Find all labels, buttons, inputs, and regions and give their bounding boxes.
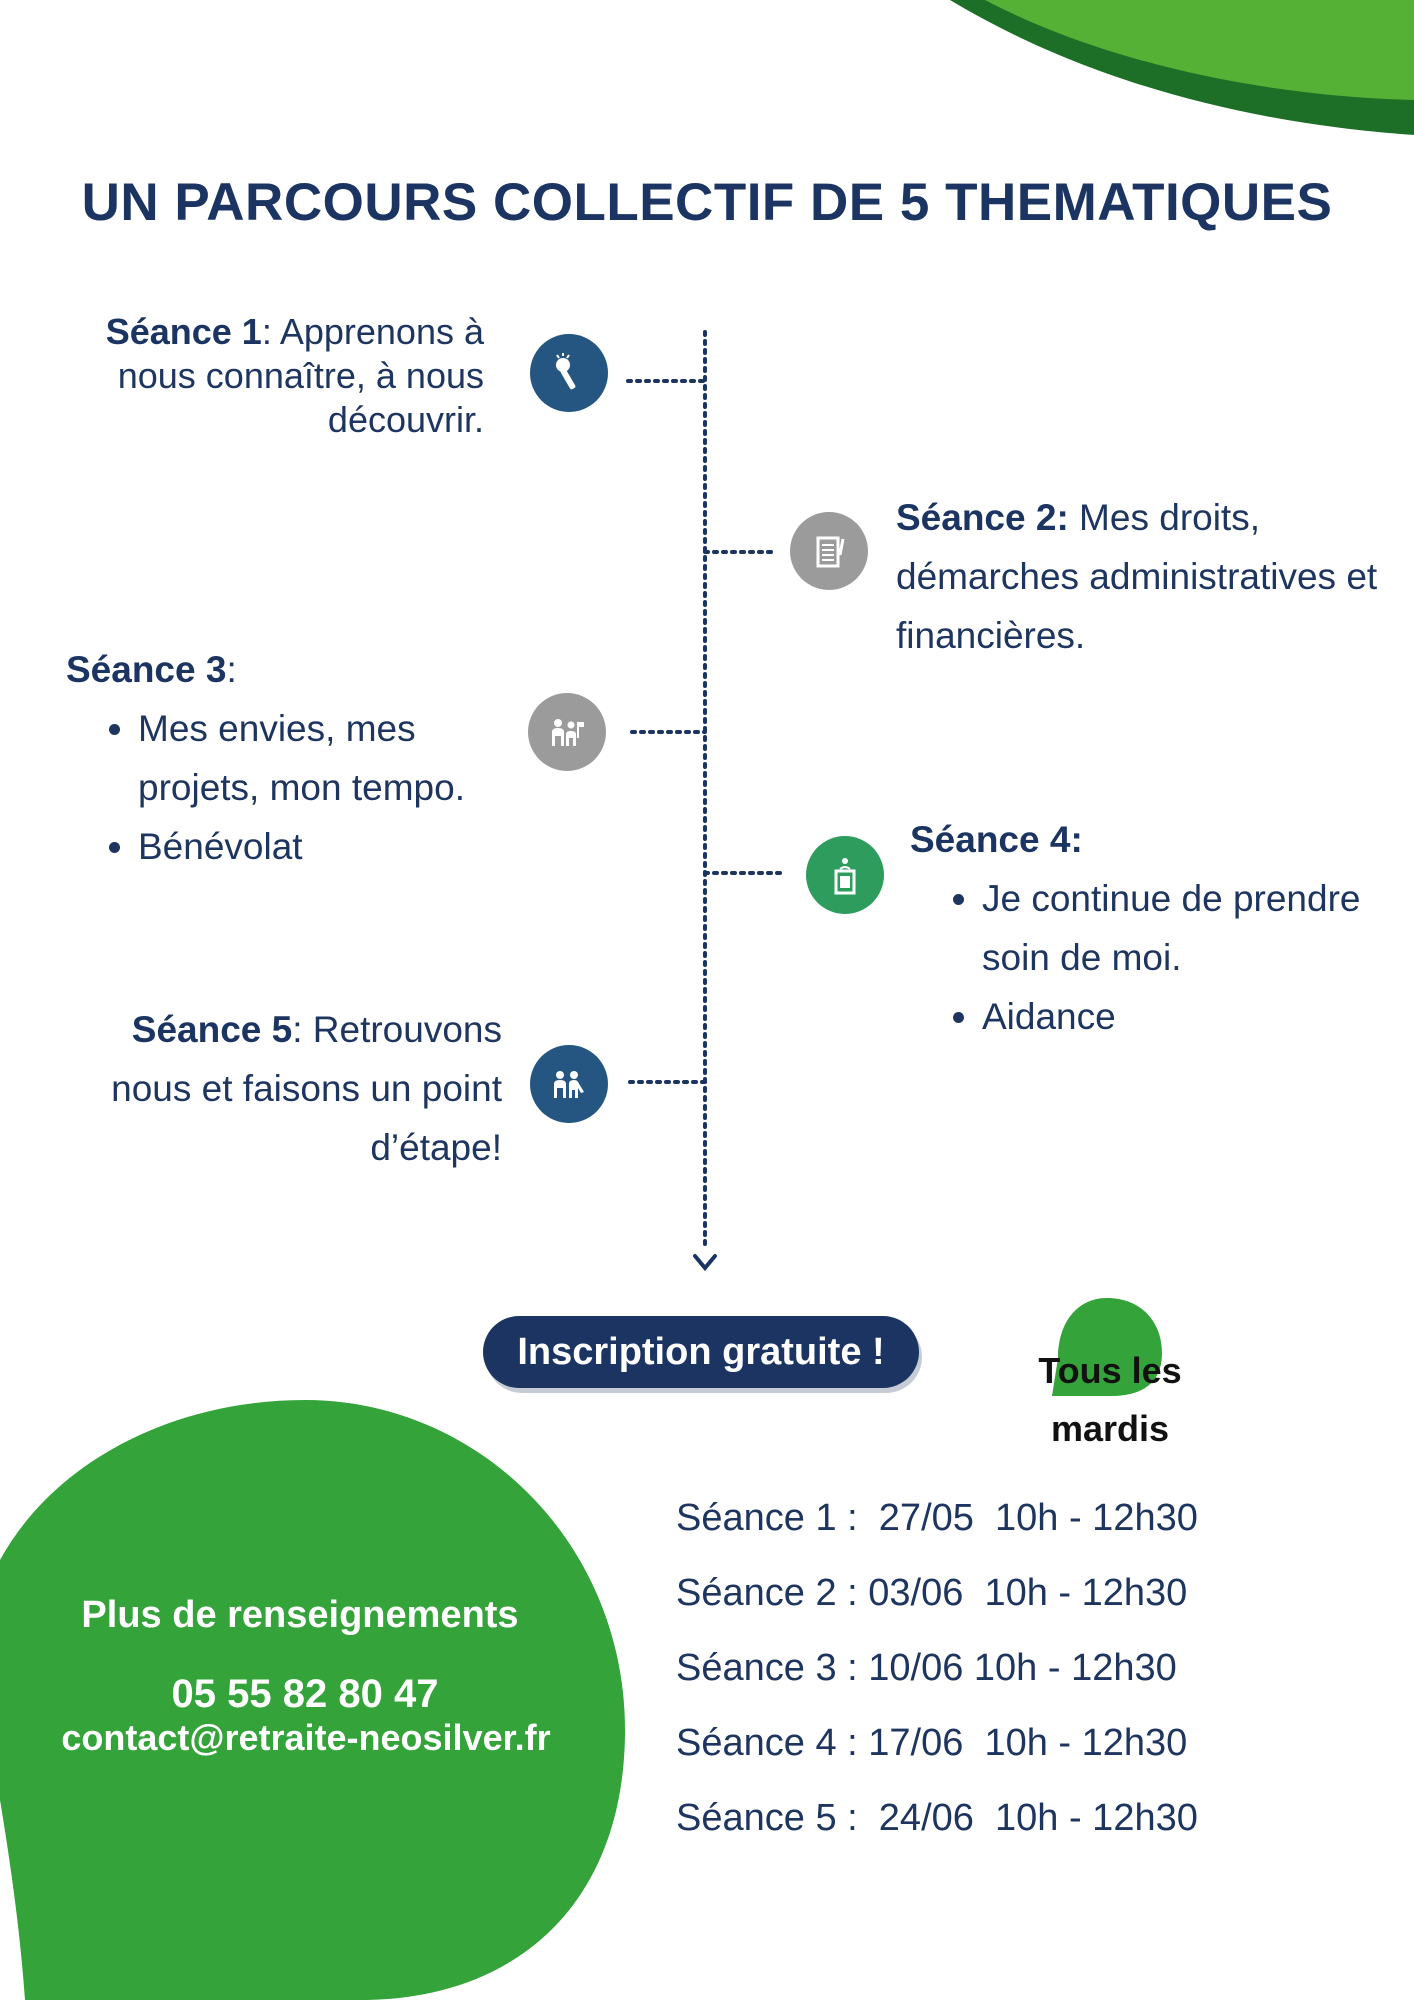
timeline [626, 330, 786, 1272]
session-3-label: Séance 3 [66, 649, 227, 690]
people-icon [528, 693, 606, 771]
session-1-label: Séance 1 [105, 311, 262, 352]
email-link[interactable]: contact@retraite-neosilver.fr [61, 1717, 551, 1758]
session-3-bullets: Mes envies, mes projets, mon tempo. Béné… [66, 699, 526, 876]
session-1-text: Apprenons à nous connaître, à nous décou… [117, 311, 484, 440]
top-wave-decoration [950, 0, 1414, 135]
session-2: Séance 2: Mes droits, démarches administ… [896, 488, 1414, 665]
list-item: Mes envies, mes projets, mon tempo. [138, 699, 526, 817]
tous-line-2: mardis [1050, 1408, 1170, 1449]
list-item: Aidance [982, 987, 1390, 1046]
session-5-label: Séance 5 [131, 1009, 293, 1050]
session-2-label: Séance 2: [896, 497, 1069, 538]
session-3-sep: : [226, 649, 237, 690]
session-5-text: Retrouvons nous et faisons un point d’ét… [111, 1009, 502, 1168]
microphone-icon [530, 334, 608, 412]
session-4-bullets: Je continue de prendre soin de moi. Aida… [910, 869, 1390, 1046]
info-title: Plus de renseignements [81, 1594, 519, 1636]
list-item: Bénévolat [138, 817, 526, 876]
session-2-text: Mes droits, démarches administratives et… [896, 497, 1378, 656]
schedule-row: Séance 5 : 24/06 10h - 12h30 [676, 1797, 1198, 1839]
schedule-row: Séance 3 : 10/06 10h - 12h30 [676, 1647, 1177, 1689]
session-4-label: Séance 4: [910, 819, 1083, 860]
page-title: UN PARCOURS COLLECTIF DE 5 THEMATIQUES [81, 173, 1333, 232]
session-1-sep: : [261, 311, 272, 352]
care-icon [806, 836, 884, 914]
schedule-list: Séance 1 : 27/05 10h - 12h30 Séance 2 : … [676, 1488, 1198, 1863]
speech-bubble-decoration [1052, 1298, 1162, 1396]
info-bubble-decoration [0, 1400, 625, 2000]
session-4: Séance 4: Je continue de prendre soin de… [910, 810, 1390, 1046]
tous-les-mardis: Tous les mardis [1000, 1342, 1220, 1458]
tous-line-1: Tous les [1038, 1350, 1182, 1391]
session-5-sep: : [292, 1009, 303, 1050]
list-item: Je continue de prendre soin de moi. [982, 869, 1390, 987]
document-icon [790, 512, 868, 590]
phone-number[interactable]: 05 55 82 80 47 [171, 1672, 439, 1716]
arrow-down-icon [693, 1254, 717, 1272]
group-icon [530, 1045, 608, 1123]
session-5: Séance 5: Retrouvons nous et faisons un … [60, 1000, 502, 1177]
schedule-row: Séance 1 : 27/05 10h - 12h30 [676, 1497, 1198, 1539]
schedule-row: Séance 2 : 03/06 10h - 12h30 [676, 1572, 1188, 1614]
inscription-badge: Inscription gratuite ! [483, 1316, 919, 1388]
schedule-row: Séance 4 : 17/06 10h - 12h30 [676, 1722, 1188, 1764]
session-1: Séance 1: Apprenons à nous connaître, à … [60, 310, 484, 442]
session-3: Séance 3: Mes envies, mes projets, mon t… [66, 640, 526, 876]
